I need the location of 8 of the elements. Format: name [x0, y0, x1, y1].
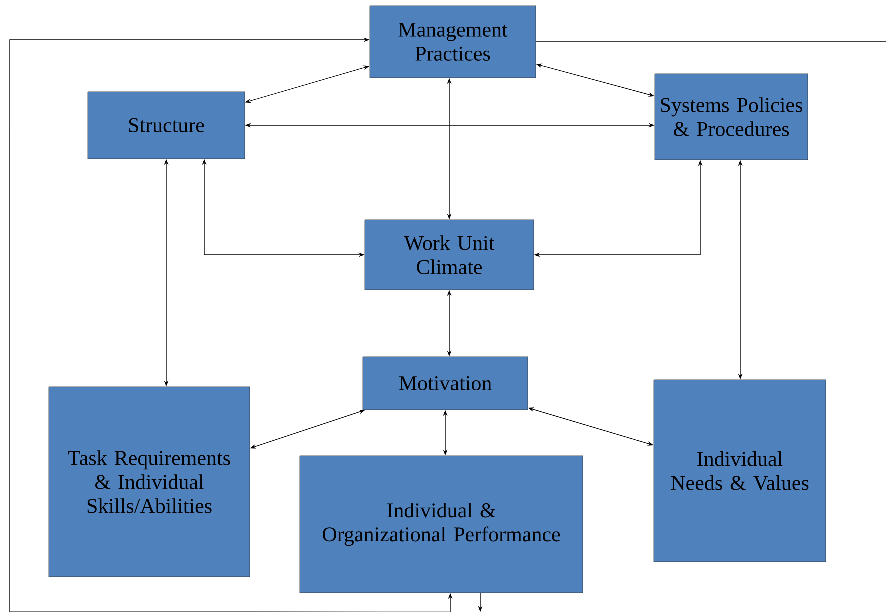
- process-box: Task Requirements & Individual Skills/Abilities: [48, 386, 250, 578]
- process-box: Structure: [88, 92, 246, 160]
- process-box: Individual & Organizational Performance: [300, 456, 584, 594]
- process-box: Systems Policies & Procedures: [654, 74, 808, 160]
- process-box: Work Unit Climate: [364, 220, 534, 290]
- process-box: Individual Needs & Values: [654, 380, 826, 562]
- process-box: Management Practices: [370, 6, 536, 78]
- process-box: Motivation: [362, 356, 528, 410]
